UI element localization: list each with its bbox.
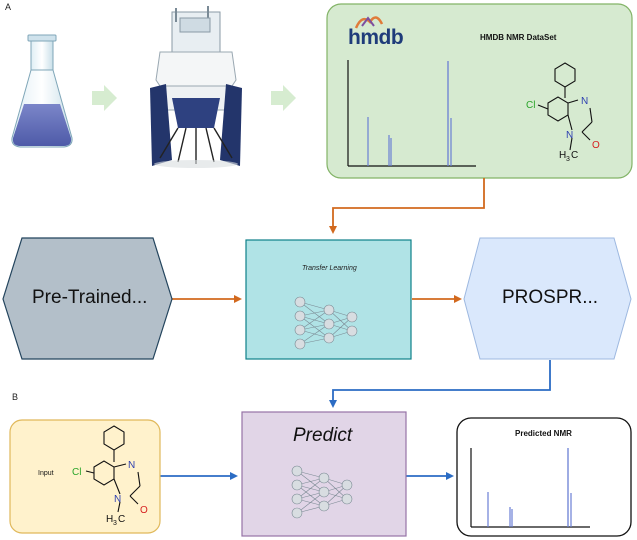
pretrained-label: Pre-Trained... [32, 287, 148, 308]
neural-network-icon [294, 296, 358, 350]
atom-label: Cl [526, 100, 535, 111]
predicted-nmr-title: Predicted NMR [515, 429, 572, 438]
flow-connector [329, 178, 485, 234]
transfer-learning-label: Transfer Learning [302, 265, 357, 272]
atom-label: H [559, 150, 566, 161]
atom-label: Cl [72, 467, 81, 478]
prospr-model-node [463, 237, 632, 360]
atom-label: O [140, 505, 148, 516]
hmdb-logo: hmdb [348, 26, 404, 49]
flask-icon [11, 34, 73, 148]
atom-label: C [571, 150, 578, 161]
predicted-spectrum-chart [470, 448, 590, 528]
atom-label: N [566, 130, 573, 141]
flow-arrow-icon [271, 85, 296, 111]
hmdb-logo-icon [354, 16, 384, 29]
atom-label: N [114, 494, 121, 505]
predicted-nmr-box [456, 417, 632, 537]
nmr-spectrum-chart [347, 60, 476, 167]
hmdb-dataset-box [326, 3, 633, 179]
input-molecule-box [9, 419, 161, 534]
flow-connector [329, 360, 551, 408]
flow-arrow-icon [92, 85, 117, 111]
pretrained-model-node [2, 237, 173, 360]
panel-b-label: B [12, 392, 19, 402]
atom-label: N [581, 96, 588, 107]
neural-network-icon [291, 465, 353, 519]
atom-label: O [592, 140, 600, 151]
atom-label: 3 [113, 520, 117, 527]
nmr-spectrometer-icon [150, 6, 242, 168]
atom-label: N [128, 460, 135, 471]
input-label: Input [38, 470, 54, 477]
molecule-structure-icon [537, 62, 593, 151]
dataset-title: HMDB NMR DataSet [480, 33, 557, 42]
atom-label: 3 [566, 156, 570, 163]
predict-label: Predict [293, 425, 353, 446]
panel-a-label: A [5, 2, 12, 12]
atom-label: H [106, 514, 113, 525]
molecule-structure-icon [85, 425, 141, 513]
prospr-label: PROSPR... [502, 287, 599, 308]
atom-label: C [118, 514, 125, 525]
